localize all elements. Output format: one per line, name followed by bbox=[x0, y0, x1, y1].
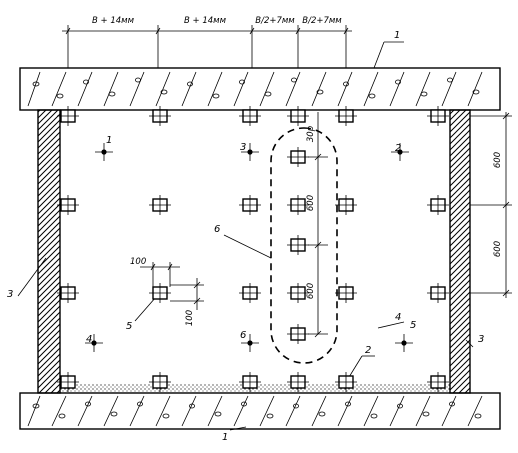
dim-top-3: B/2+7мм bbox=[255, 16, 295, 26]
callout-1-top: 1 bbox=[394, 30, 400, 41]
callout-3-right: 3 bbox=[478, 334, 484, 345]
hole bbox=[287, 283, 309, 303]
callout-4-marker: 4 bbox=[395, 312, 401, 323]
hole bbox=[427, 106, 449, 126]
hole bbox=[149, 106, 171, 126]
hole bbox=[335, 106, 357, 126]
marker-point bbox=[95, 143, 113, 161]
marker-point bbox=[395, 334, 413, 352]
hole bbox=[149, 372, 171, 392]
dim-hole-height: 100 bbox=[185, 310, 195, 326]
hole-grid bbox=[57, 106, 449, 392]
marker-label: 2 bbox=[395, 143, 401, 154]
callout-3-left: 3 bbox=[7, 289, 13, 300]
right-wall bbox=[449, 109, 471, 394]
hole bbox=[239, 195, 261, 215]
leader-1-top bbox=[373, 41, 385, 69]
hole bbox=[427, 195, 449, 215]
callout-5-hole: 5 bbox=[126, 321, 132, 332]
left-wall bbox=[37, 109, 61, 394]
dim-top-2: B + 14мм bbox=[184, 16, 227, 26]
callout-2-strip: 2 bbox=[365, 345, 371, 356]
hole bbox=[287, 235, 309, 255]
dim-right-2: 600 bbox=[493, 241, 503, 257]
hole bbox=[427, 372, 449, 392]
callout-leaders bbox=[17, 234, 474, 431]
dim-column-offset: 30р bbox=[306, 126, 316, 142]
hole bbox=[287, 147, 309, 167]
hole bbox=[57, 283, 79, 303]
dim-top-1: B + 14мм bbox=[92, 16, 135, 26]
hole bbox=[427, 283, 449, 303]
hole bbox=[149, 195, 171, 215]
hole bbox=[239, 372, 261, 392]
hole bbox=[239, 106, 261, 126]
dim-right-1: 600 bbox=[493, 152, 503, 168]
hole bbox=[239, 283, 261, 303]
marker-point bbox=[241, 334, 259, 352]
marker-point bbox=[241, 143, 259, 161]
top-dimension-chain bbox=[62, 25, 352, 68]
marker-point bbox=[85, 334, 103, 352]
hole bbox=[287, 372, 309, 392]
top-slab bbox=[19, 67, 501, 111]
marker-label: 6 bbox=[240, 330, 246, 341]
hole bbox=[335, 372, 357, 392]
hole bbox=[335, 283, 357, 303]
hole bbox=[287, 324, 309, 344]
hole bbox=[149, 283, 171, 303]
dashed-zone bbox=[270, 127, 338, 364]
dim-column-1: 600 bbox=[306, 195, 316, 211]
marker-point bbox=[391, 143, 409, 161]
hole bbox=[57, 106, 79, 126]
marker-label: 5 bbox=[410, 320, 416, 331]
callout-1-bottom: 1 bbox=[222, 432, 228, 443]
hole bbox=[57, 195, 79, 215]
marker-label: 1 bbox=[106, 135, 112, 146]
callout-6-zone: 6 bbox=[214, 224, 220, 235]
dim-column-2: 600 bbox=[306, 283, 316, 299]
hole bbox=[57, 372, 79, 392]
marker-label: 4 bbox=[86, 334, 92, 345]
right-dimension-chain bbox=[470, 112, 512, 298]
bottom-slab bbox=[19, 392, 501, 430]
hole bbox=[335, 195, 357, 215]
hole bbox=[287, 106, 309, 126]
column-dimension-chain bbox=[308, 112, 328, 338]
dim-top-4: B/2+7мм bbox=[302, 16, 342, 26]
hole bbox=[287, 195, 309, 215]
marker-label: 3 bbox=[240, 142, 246, 153]
dim-hole-width: 100 bbox=[130, 257, 146, 267]
hole-size-dimensions bbox=[140, 262, 204, 310]
